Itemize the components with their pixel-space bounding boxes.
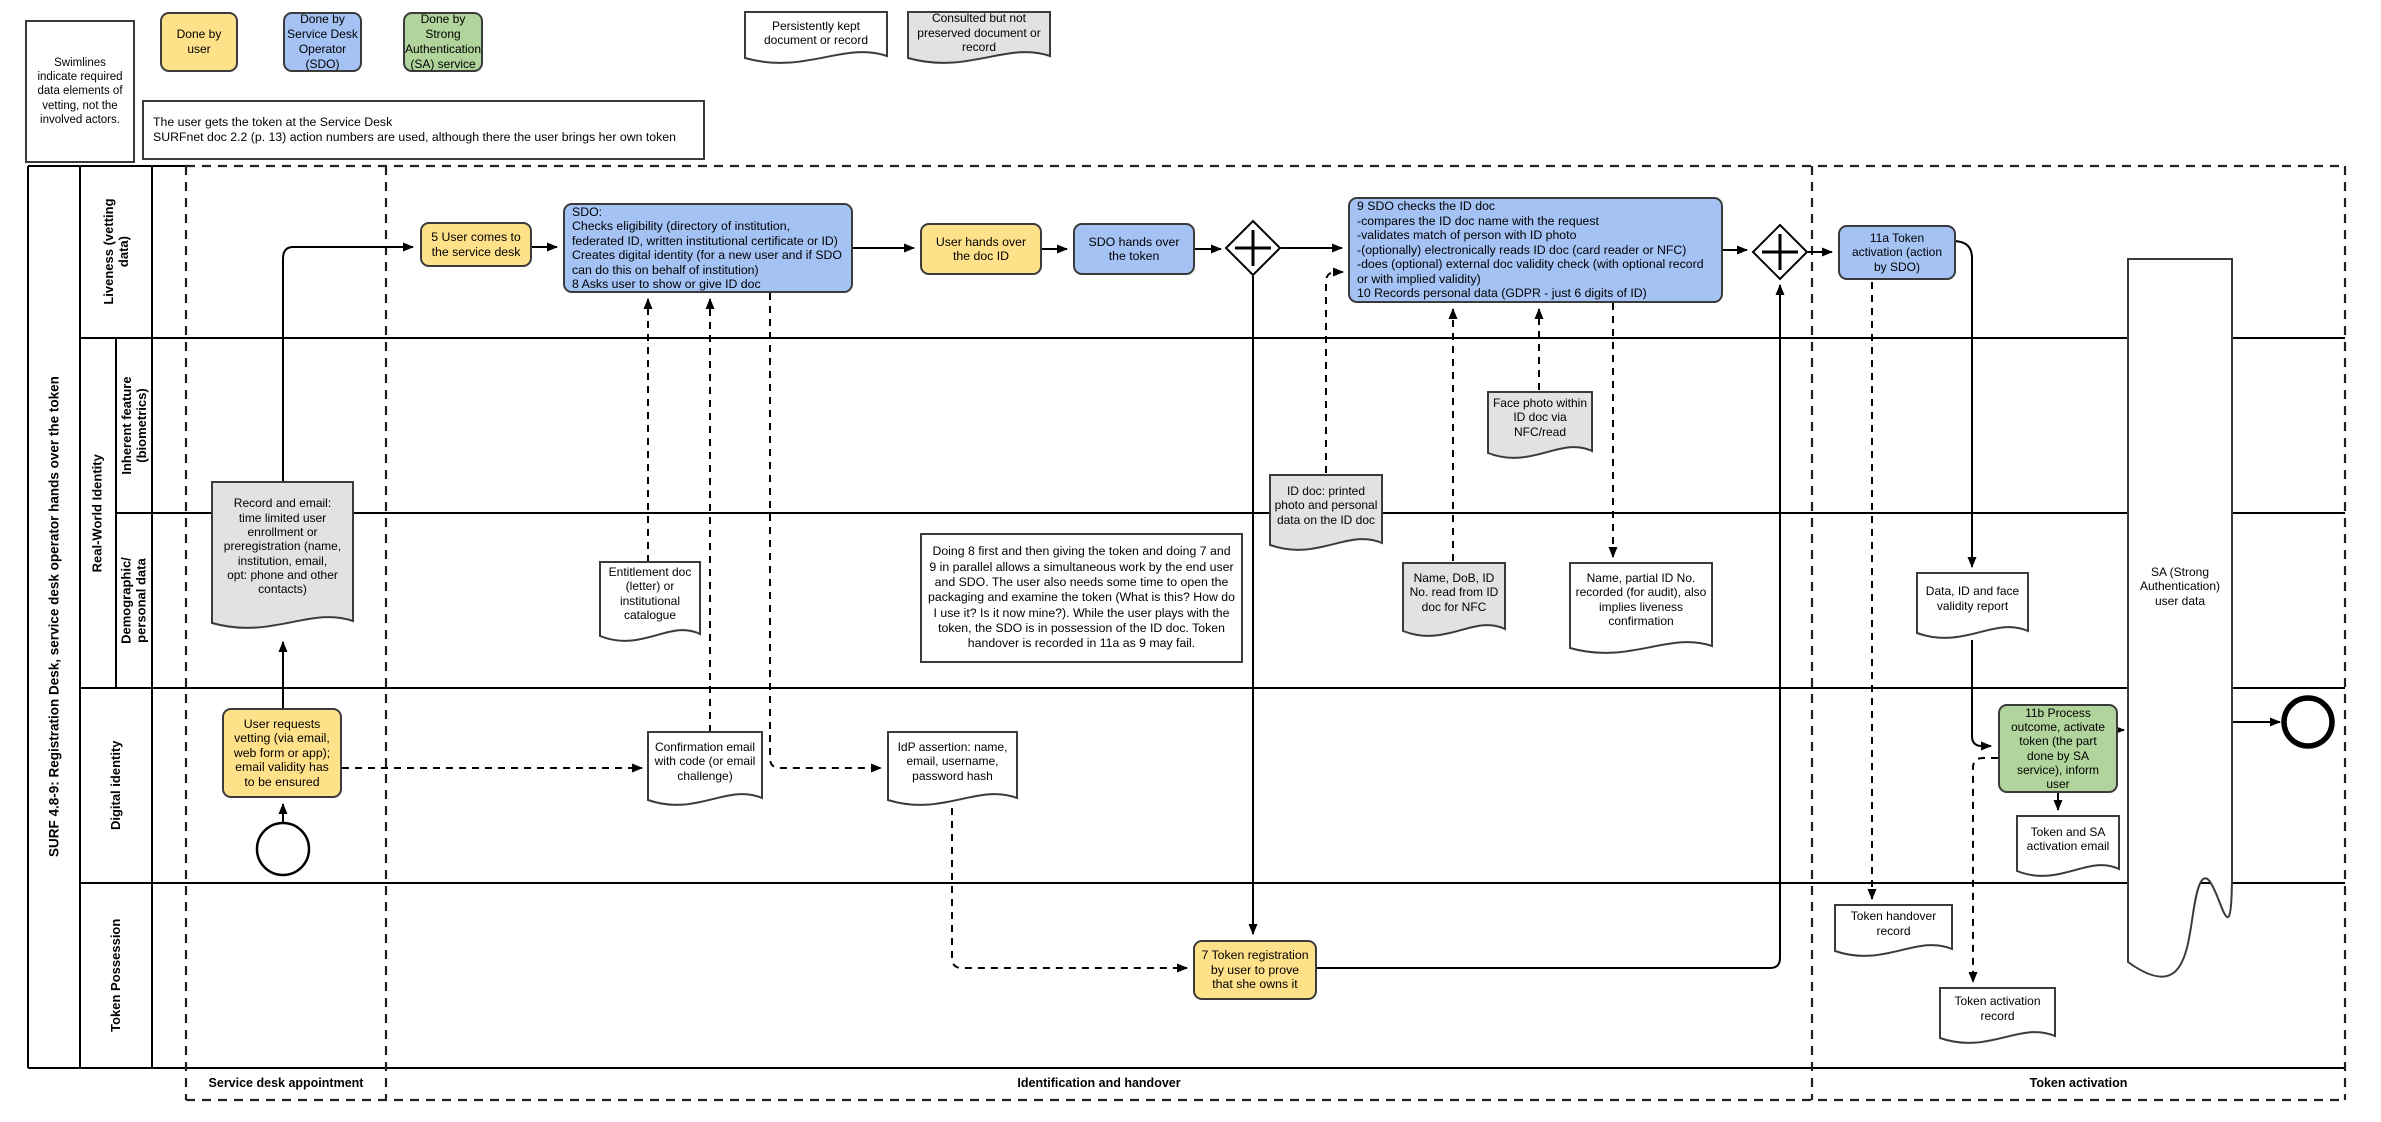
activation-record-doc-label: Token activation record [1954, 994, 2041, 1023]
swimlines-note: Swimlines indicate required data element… [25, 20, 135, 163]
top-note: The user gets the token at the Service D… [142, 100, 705, 160]
flow-task7-to-gateway2 [1317, 284, 1785, 969]
task-9-sdo-checks-iddoc: 9 SDO checks the ID doc -compares the ID… [1348, 197, 1723, 303]
legend-done-by-user: Done by user [160, 12, 238, 72]
token-sa-email-doc-shape [2016, 815, 2120, 877]
task-5-user-comes: 5 User comes to the service desk [420, 222, 532, 267]
pool-title: SURF 4.8-9: Registration Desk, service d… [28, 166, 80, 1068]
legend-consulted-doc-label: Consulted but not preserved document or … [917, 11, 1041, 55]
gateway2-plus-icon [1762, 234, 1798, 270]
task-user-hands-id: User hands over the doc ID [920, 223, 1042, 275]
sequence-flows [278, 240, 2281, 969]
idp-assertion-doc-shape [887, 731, 1018, 806]
face-photo-doc-shape [1487, 391, 1593, 459]
name-dob-doc-label: Name, DoB, ID No. read from ID doc for N… [1409, 570, 1499, 614]
name-partial-doc-label: Name, partial ID No. recorded (for audit… [1575, 570, 1707, 628]
confirmation-doc-shape [647, 731, 763, 806]
parallel-gateways [1224, 219, 1809, 281]
phase-boundaries [184, 164, 2347, 1102]
lane-label-real-world: Real-World Identity [89, 453, 105, 573]
token-sa-email-doc-label: Token and SA activation email [2026, 824, 2110, 853]
face-photo-doc-label: Face photo within ID doc via NFC/read [1492, 395, 1588, 439]
lane-label-inherent: Inherent feature (biometrics) [118, 376, 148, 475]
legend-done-by-sdo: Done by Service Desk Operator (SDO) [283, 12, 362, 72]
pool-lane-grid [27, 165, 2345, 1069]
validity-report-doc-label: Data, ID and face validity report [1925, 584, 2020, 613]
record-email-doc-shape [211, 481, 354, 629]
legend-done-by-sa: Done by Strong Authentication (SA) servi… [403, 12, 483, 72]
idp-assertion-doc-label: IdP assertion: name, email, username, pa… [897, 739, 1008, 783]
name-partial-doc-shape [1569, 562, 1713, 654]
task-sdo-hands-token: SDO hands over the token [1073, 223, 1195, 275]
msg-idp-to-task7 [951, 808, 1188, 973]
document-shapes [211, 11, 2233, 1044]
start-event-circle [255, 821, 311, 877]
flow-record-to-task5 [282, 242, 414, 482]
lane-label-token: Token Possession [107, 918, 123, 1033]
task-user-requests-vetting: User requests vetting (via email, web fo… [222, 708, 342, 798]
msg-sdo-to-idp [769, 293, 882, 773]
parallel-work-note: Doing 8 first and then giving the token … [920, 533, 1243, 663]
entitlement-doc-shape [599, 561, 701, 642]
id-doc-shape [1269, 474, 1383, 551]
pool-title-text: SURF 4.8-9: Registration Desk, service d… [46, 376, 62, 858]
task-11b-process-outcome: 11b Process outcome, activate token (the… [1998, 704, 2118, 793]
legend-persistent-doc-label: Persistently kept document or record [763, 18, 869, 47]
phase-identification-handover: Identification and handover [1017, 1076, 1181, 1090]
name-dob-doc-shape [1402, 562, 1506, 637]
flow-task11a-to-report [1952, 240, 1977, 568]
phase-service-desk-appointment: Service desk appointment [208, 1076, 364, 1090]
lane-label-demographic: Demographic/ personal data [118, 557, 148, 644]
entitlement-doc-label: Entitlement doc (letter) or institutiona… [608, 564, 692, 622]
validity-report-doc-shape [1916, 572, 2029, 639]
legend-consulted-doc-shape [907, 11, 1051, 64]
phase-token-activation: Token activation [2029, 1076, 2128, 1090]
msg-task11b-to-activation-record [1968, 757, 1998, 983]
sa-user-data-label: SA (Strong Authentication) user data [2139, 564, 2221, 608]
handover-record-doc-label: Token handover record [1850, 909, 1937, 938]
message-flows [342, 267, 1998, 983]
task-11a-token-activation: 11a Token activation (action by SDO) [1838, 225, 1956, 280]
lane-label-digital: Digital identity [107, 740, 123, 831]
end-event-circle [2281, 695, 2335, 749]
gateway1-plus-icon [1235, 230, 1271, 266]
confirmation-doc-label: Confirmation email with code (or email c… [654, 739, 756, 783]
flow-report-to-task11b [1971, 640, 1992, 751]
task-sdo-checks-eligibility: SDO: Checks eligibility (directory of in… [563, 203, 853, 293]
handover-record-doc-shape [1834, 904, 1953, 957]
msg-iddoc-to-task9 [1325, 267, 1344, 473]
task-7-token-registration: 7 Token registration by user to prove th… [1193, 940, 1317, 1000]
sa-user-data-store-shape [2127, 258, 2233, 978]
record-email-doc-label: Record and email: time limited user enro… [223, 496, 342, 597]
activation-record-doc-shape [1939, 987, 2056, 1044]
id-doc-label: ID doc: printed photo and personal data … [1274, 483, 1378, 527]
legend-persistent-doc-shape [744, 11, 888, 64]
lane-label-liveness: Liveness (vetting data) [100, 198, 130, 306]
